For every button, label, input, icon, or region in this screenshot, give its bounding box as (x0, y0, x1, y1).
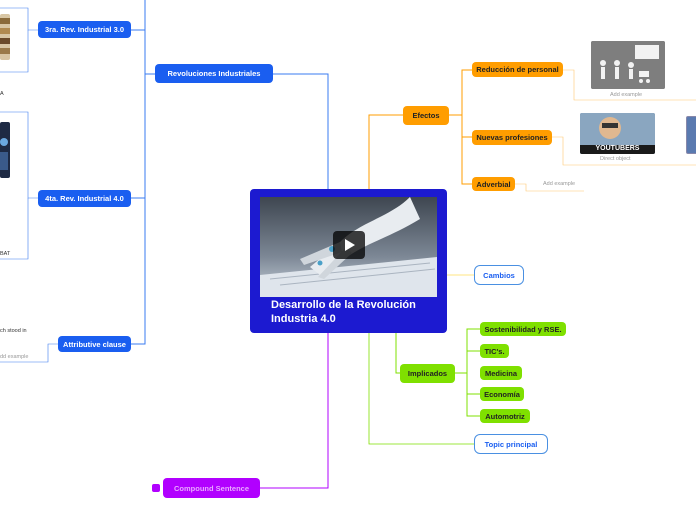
revoluciones-industriales-node[interactable]: Revoluciones Industriales (155, 64, 273, 83)
economia-node[interactable]: Economía (480, 387, 524, 401)
nuevas-profesiones-node[interactable]: Nuevas profesiones (472, 130, 552, 145)
workforce-reduction-image (591, 41, 665, 89)
collapse-handle[interactable] (152, 484, 160, 492)
tics-node[interactable]: TIC's. (480, 344, 509, 358)
robot-image (0, 122, 10, 178)
central-topic[interactable]: Desarrollo de la Revolución Industria 4.… (250, 189, 447, 333)
youtubers-image: YOUTUBERS (580, 113, 655, 154)
add-example-left[interactable]: dd example (0, 354, 29, 360)
compound-sentence-node[interactable]: Compound Sentence (163, 478, 260, 498)
youtubers-caption: YOUTUBERS (595, 145, 640, 152)
attributive-clause-node[interactable]: Attributive clause (58, 336, 131, 352)
add-example-reduccion[interactable]: Add example (610, 92, 643, 98)
medicina-node[interactable]: Medicina (480, 366, 522, 380)
play-icon[interactable] (333, 231, 365, 259)
snippet-bat: BAT (0, 251, 11, 257)
direct-object-label[interactable]: Direct object (600, 156, 631, 162)
efectos-node[interactable]: Efectos (403, 106, 449, 125)
add-example-adverbial[interactable]: Add example (543, 181, 576, 187)
implicados-node[interactable]: Implicados (400, 364, 455, 383)
automotriz-node[interactable]: Automotriz (480, 409, 530, 423)
video-thumbnail[interactable] (260, 197, 437, 297)
rev-industrial-3-node[interactable]: 3ra. Rev. Industrial 3.0 (38, 21, 131, 38)
snippet-a: A (0, 91, 4, 97)
adverbial-node[interactable]: Adverbial (472, 177, 515, 191)
cambios-node[interactable]: Cambios (474, 265, 524, 285)
reduccion-personal-node[interactable]: Reducción de personal (472, 62, 563, 77)
topic-principal-node[interactable]: Topic principal (474, 434, 548, 454)
books-image (0, 14, 10, 60)
central-title: Desarrollo de la Revolución Industria 4.… (271, 299, 416, 325)
partial-image-right (686, 116, 696, 154)
sostenibilidad-node[interactable]: Sostenibilidad y RSE. (480, 322, 566, 336)
snippet-clause: ch stood in (0, 328, 27, 334)
rev-industrial-4-node[interactable]: 4ta. Rev. Industrial 4.0 (38, 190, 131, 207)
